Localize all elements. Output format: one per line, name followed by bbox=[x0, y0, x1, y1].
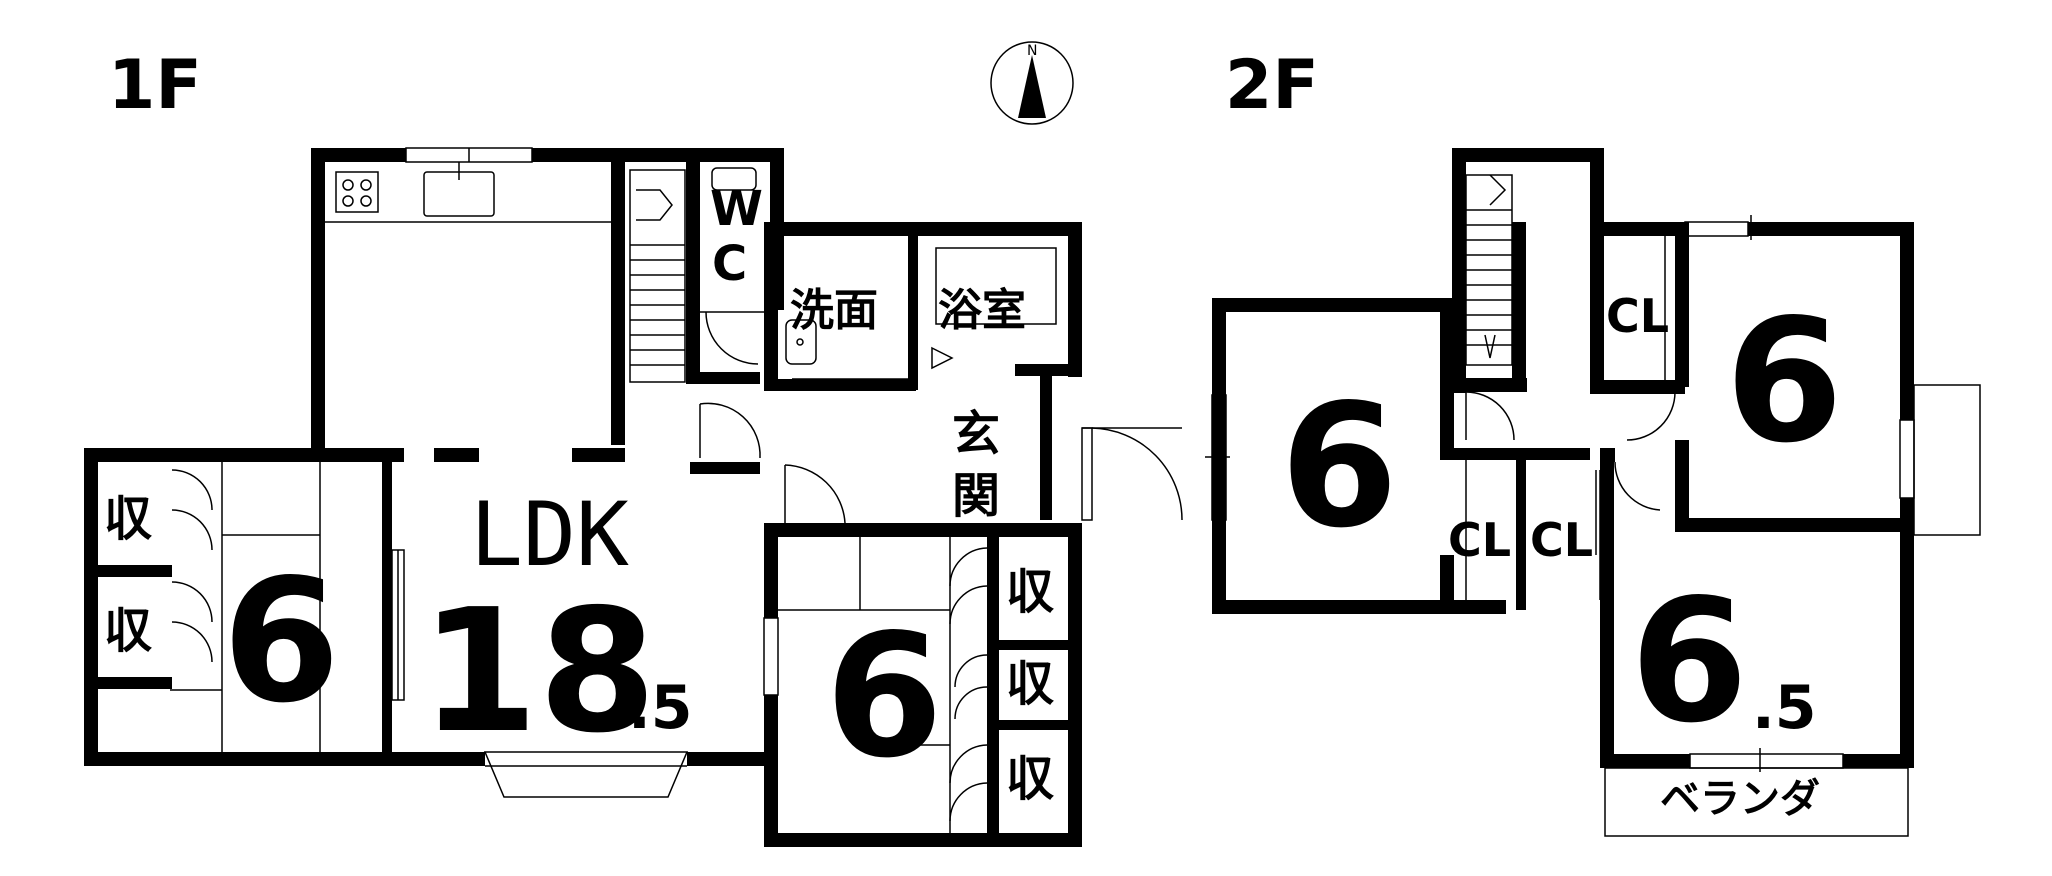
floor-label-1f: 1F bbox=[108, 46, 202, 125]
south-room-size-1f: 6 bbox=[825, 598, 943, 796]
details-2f bbox=[1205, 174, 1981, 837]
wc-label-w: W bbox=[710, 181, 763, 237]
storage-label: 収 bbox=[104, 603, 152, 659]
veranda-label: ベランダ bbox=[1660, 776, 1820, 822]
ldk-size: 18 bbox=[420, 573, 657, 771]
closet-label: CL bbox=[1448, 513, 1511, 567]
south-room-size-2f-decimal: .5 bbox=[1752, 673, 1817, 743]
east-room-size-2f: 6 bbox=[1725, 283, 1843, 481]
bathroom-label: 浴室 bbox=[938, 285, 1026, 336]
walls-1f bbox=[84, 148, 1082, 847]
walls-2f bbox=[1212, 148, 1914, 768]
entrance-label-2: 関 bbox=[952, 468, 1000, 524]
storage-label: 収 bbox=[1006, 656, 1054, 712]
floor-plan-1f: LDK 18 .5 6 6 収 収 収 収 収 W C 洗面 浴室 玄 関 bbox=[84, 147, 1183, 847]
details-1f bbox=[170, 147, 1183, 833]
ldk-label: LDK bbox=[470, 483, 629, 586]
west-room-size-2f: 6 bbox=[1280, 368, 1398, 566]
entrance-label-1: 玄 bbox=[952, 406, 1000, 462]
compass-icon: N bbox=[990, 41, 1074, 125]
storage-label: 収 bbox=[1006, 751, 1054, 807]
ldk-size-decimal: .5 bbox=[628, 673, 693, 743]
south-room-size-2f: 6 bbox=[1630, 563, 1748, 761]
washroom-label: 洗面 bbox=[790, 285, 878, 336]
floor-label-2f: 2F bbox=[1225, 46, 1319, 125]
wc-label-c: C bbox=[712, 236, 747, 292]
storage-label: 収 bbox=[104, 491, 152, 547]
storage-label: 収 bbox=[1006, 564, 1054, 620]
compass-north-label: N bbox=[1027, 43, 1037, 59]
closet-label: CL bbox=[1606, 289, 1669, 343]
floor-plan-2f: 6 6 6 .5 CL CL CL ベランダ bbox=[1205, 148, 1981, 837]
closet-label: CL bbox=[1530, 513, 1593, 567]
west-room-size-1f: 6 bbox=[222, 543, 340, 741]
